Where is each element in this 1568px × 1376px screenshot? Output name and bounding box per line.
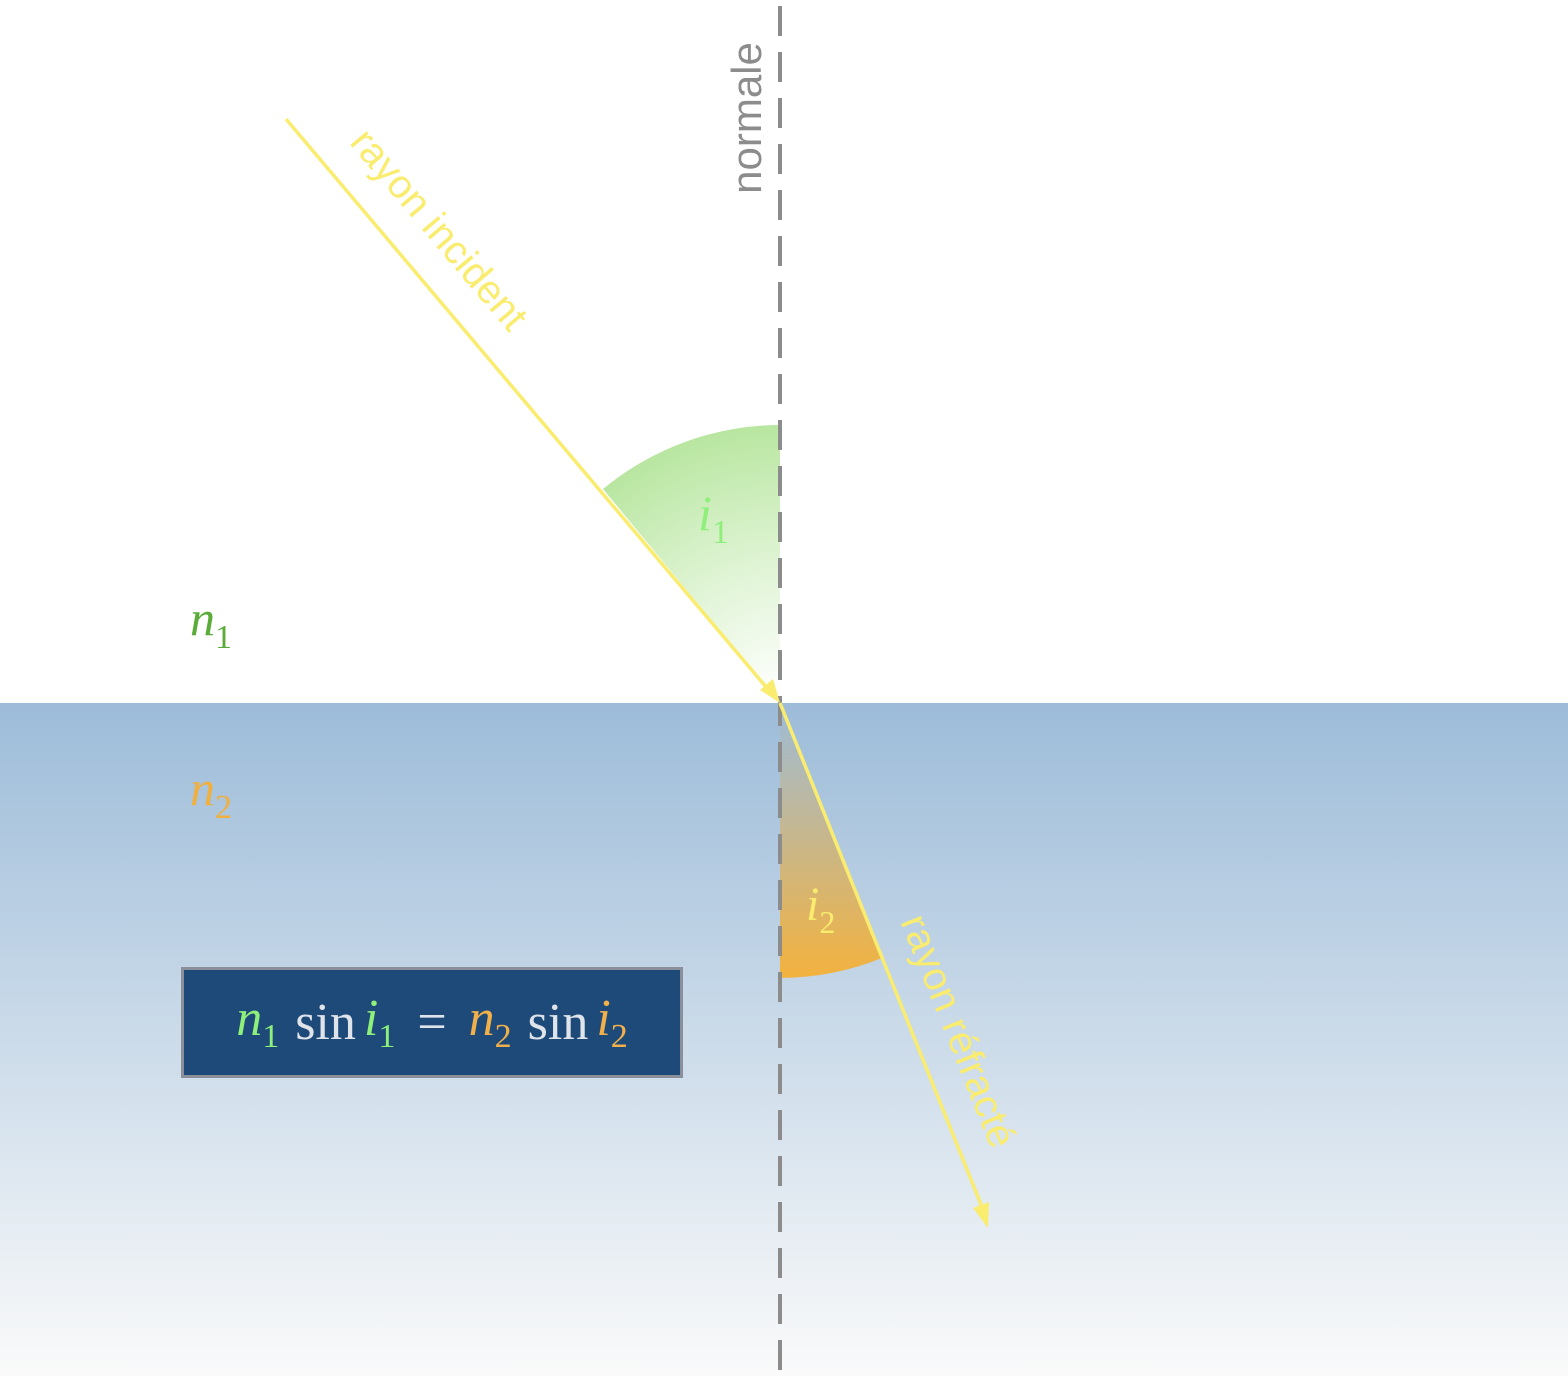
medium-2-index-label: n2	[190, 760, 232, 826]
eq-n2: n2	[468, 990, 512, 1055]
incident-ray-arrowhead	[760, 679, 780, 703]
normal-label: normale	[723, 42, 770, 194]
eq-sin-2: sin	[527, 994, 589, 1051]
refracted-ray-arrowhead	[973, 1202, 989, 1228]
angle-i1-sector	[603, 425, 780, 703]
eq-equals: =	[417, 994, 447, 1051]
medium-1-index-label: n1	[190, 590, 232, 656]
incident-ray	[284, 117, 774, 696]
eq-i2: i2	[596, 990, 628, 1055]
angle-i2-sector	[780, 703, 882, 978]
angle-i2-label: i2	[806, 878, 835, 940]
eq-sin-1: sin	[295, 994, 356, 1051]
incident-ray-label: rayon incident	[342, 120, 536, 339]
eq-i1: i1	[363, 990, 396, 1055]
eq-n1: n1	[236, 990, 280, 1055]
refracted-ray	[778, 702, 986, 1213]
snell-law-equation: n1 sin i1 = n2 sin i2	[181, 967, 683, 1078]
angle-i1-label: i1	[698, 485, 729, 551]
